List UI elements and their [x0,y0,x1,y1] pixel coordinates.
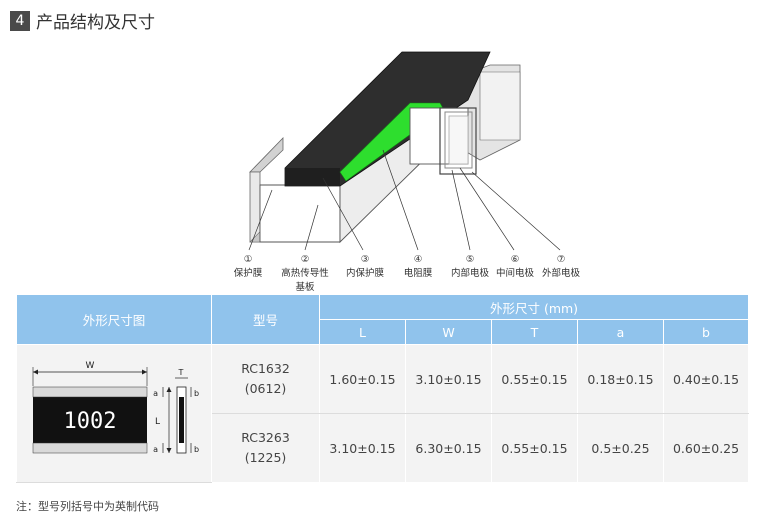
value-cell: 0.18±0.15 [577,344,664,414]
spec-table: 外形尺寸图 型号 外形尺寸 (mm) L W T a b W [16,294,750,483]
callout-label: 内保护膜 [346,267,385,279]
model-cell: RC1632 (0612) [211,344,320,414]
header-diagram: 外形尺寸图 [16,294,212,345]
section-header: 4 产品结构及尺寸 [10,8,155,33]
header-model: 型号 [211,294,320,345]
dim-l-label: L [155,417,160,427]
callout-label: 电阻膜 [404,267,433,279]
substrate-front [259,184,341,243]
callout-number: ③ [361,254,370,265]
callout-label: 外部电极 [542,267,581,279]
section-title: 产品结构及尺寸 [36,13,155,33]
header-col-w: W [405,319,492,345]
dim-t-label: T [178,368,184,377]
value-cell: 0.5±0.25 [577,413,664,482]
value-cell: 0.55±0.15 [491,413,578,482]
chip-marking: 1002 [64,409,117,434]
header-col-l: L [319,319,406,345]
table-row: W 1002 a a L [16,344,750,483]
value-cell: 6.30±0.15 [405,413,492,482]
model-cell: RC3263 (1225) [211,413,320,482]
value-cell: 3.10±0.15 [405,344,492,414]
dim-w-label: W [86,361,95,371]
callout-number: ④ [414,254,423,265]
value-cell: 0.60±0.25 [662,413,750,482]
section-number: 4 [10,10,30,31]
table-row: RC3263 (1225) 3.10±0.15 6.30±0.15 0.55±0… [17,413,750,482]
callout-label: 内部电极 [451,267,490,279]
header-col-b: b [662,319,750,345]
value-cell: 0.55±0.15 [491,344,578,414]
callout-number: ⑥ [511,254,520,265]
callout-number: ⑦ [557,254,566,265]
model-code: (1225) [244,450,287,465]
model-name: RC1632 [241,361,290,376]
callout-number: ⑤ [466,254,475,265]
header-dimensions: 外形尺寸 (mm) [318,294,750,320]
callout-label-line2: 基板 [295,281,315,293]
dim-a-label: a [153,445,158,454]
chip-top-view [33,386,147,453]
footnote: 注：型号列括号中为英制代码 [16,500,159,513]
structure-diagram: ① 保护膜 ② 高热传导性 基板 ③ 内保护膜 ④ 电阻膜 ⑤ 内部电极 ⑥ 中… [234,51,581,293]
callout-label: 中间电极 [496,267,535,279]
header-col-a: a [577,319,664,345]
value-cell: 3.10±0.15 [319,413,406,482]
dim-b-label: b [194,389,199,398]
dimension-drawing: W 1002 a a L [32,361,199,454]
callout-number: ② [301,254,310,265]
callout-label: 高热传导性 [281,267,329,279]
callout-label: 保护膜 [234,267,263,279]
model-code: (0612) [244,381,287,396]
dim-b-label: b [194,445,199,454]
callout-number: ① [244,254,253,265]
header-col-t: T [491,319,578,345]
value-cell: 0.40±0.15 [662,344,750,414]
dimension-drawing-cell: W 1002 a a L [16,344,212,483]
value-cell: 1.60±0.15 [319,344,406,414]
model-name: RC3263 [241,430,290,445]
dim-a-label: a [153,389,158,398]
